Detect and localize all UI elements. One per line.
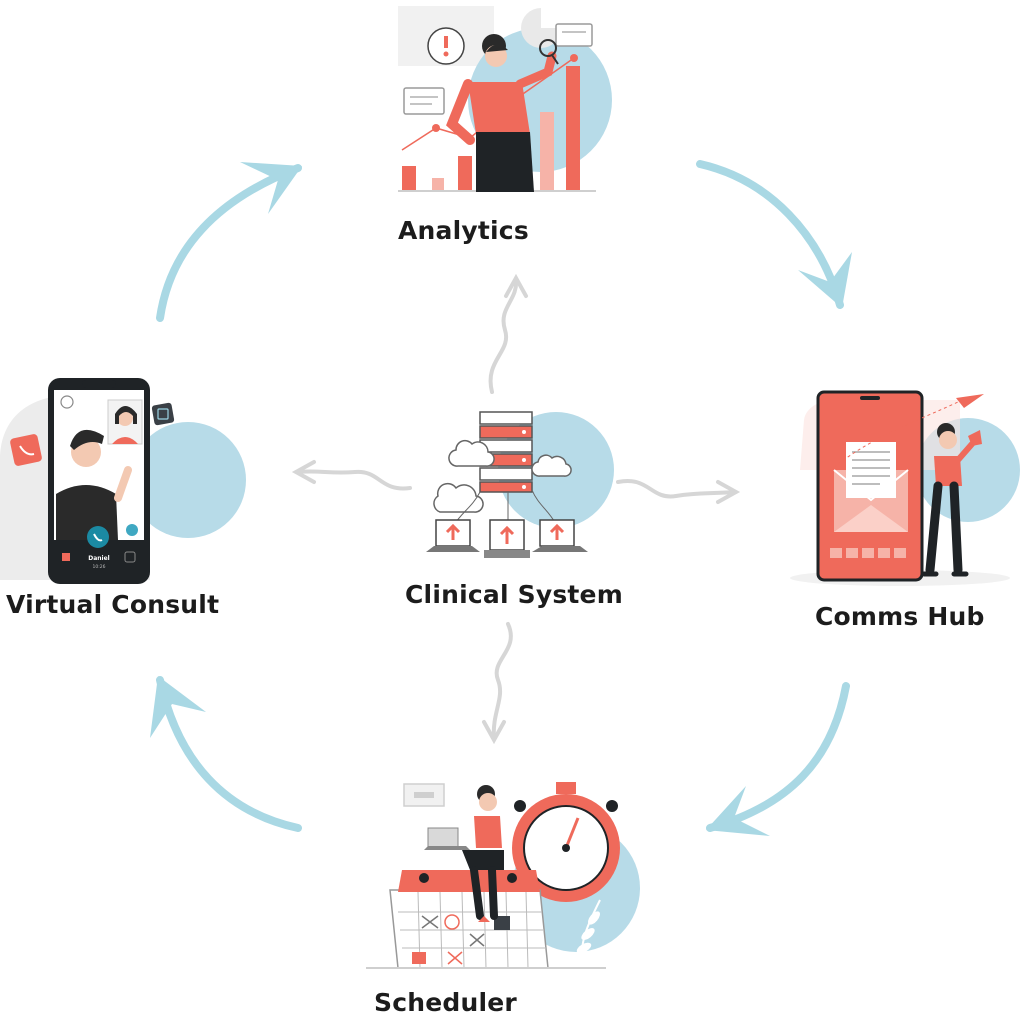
calendar (389, 870, 549, 969)
virtual-consult-label: Virtual Consult (6, 590, 220, 619)
caller-name: Daniel (88, 555, 109, 562)
spoke-arrow-to-analytics (488, 273, 528, 394)
spoke-arrow-to-scheduler (482, 622, 513, 745)
cycle-arrow-consult-to-analytics (156, 162, 302, 322)
laptop-right (532, 519, 588, 552)
virtual-consult-illustration: Daniel 10:26 (0, 378, 246, 584)
cycle-arrow-scheduler-to-consult (150, 676, 302, 832)
analytics-illustration (398, 6, 612, 192)
comms-hub-label: Comms Hub (815, 602, 985, 631)
cycle-arrow-analytics-to-comms (696, 160, 852, 309)
clinical-system-label: Clinical System (405, 580, 623, 609)
laptop-left (426, 519, 480, 552)
scheduler-illustration (366, 782, 640, 969)
stopwatch (512, 782, 620, 902)
spoke-arrow-to-comms-hub (616, 479, 741, 504)
spoke-arrow-to-virtual-consult (291, 460, 412, 491)
clinical-system-illustration (426, 411, 614, 558)
cycle-arrow-comms-to-scheduler (706, 682, 850, 836)
comms-hub-illustration (790, 390, 1020, 586)
call-time: 10:26 (93, 564, 106, 570)
scheduler-label: Scheduler (374, 988, 517, 1017)
analytics-label: Analytics (398, 216, 529, 245)
laptop-center (484, 519, 530, 558)
